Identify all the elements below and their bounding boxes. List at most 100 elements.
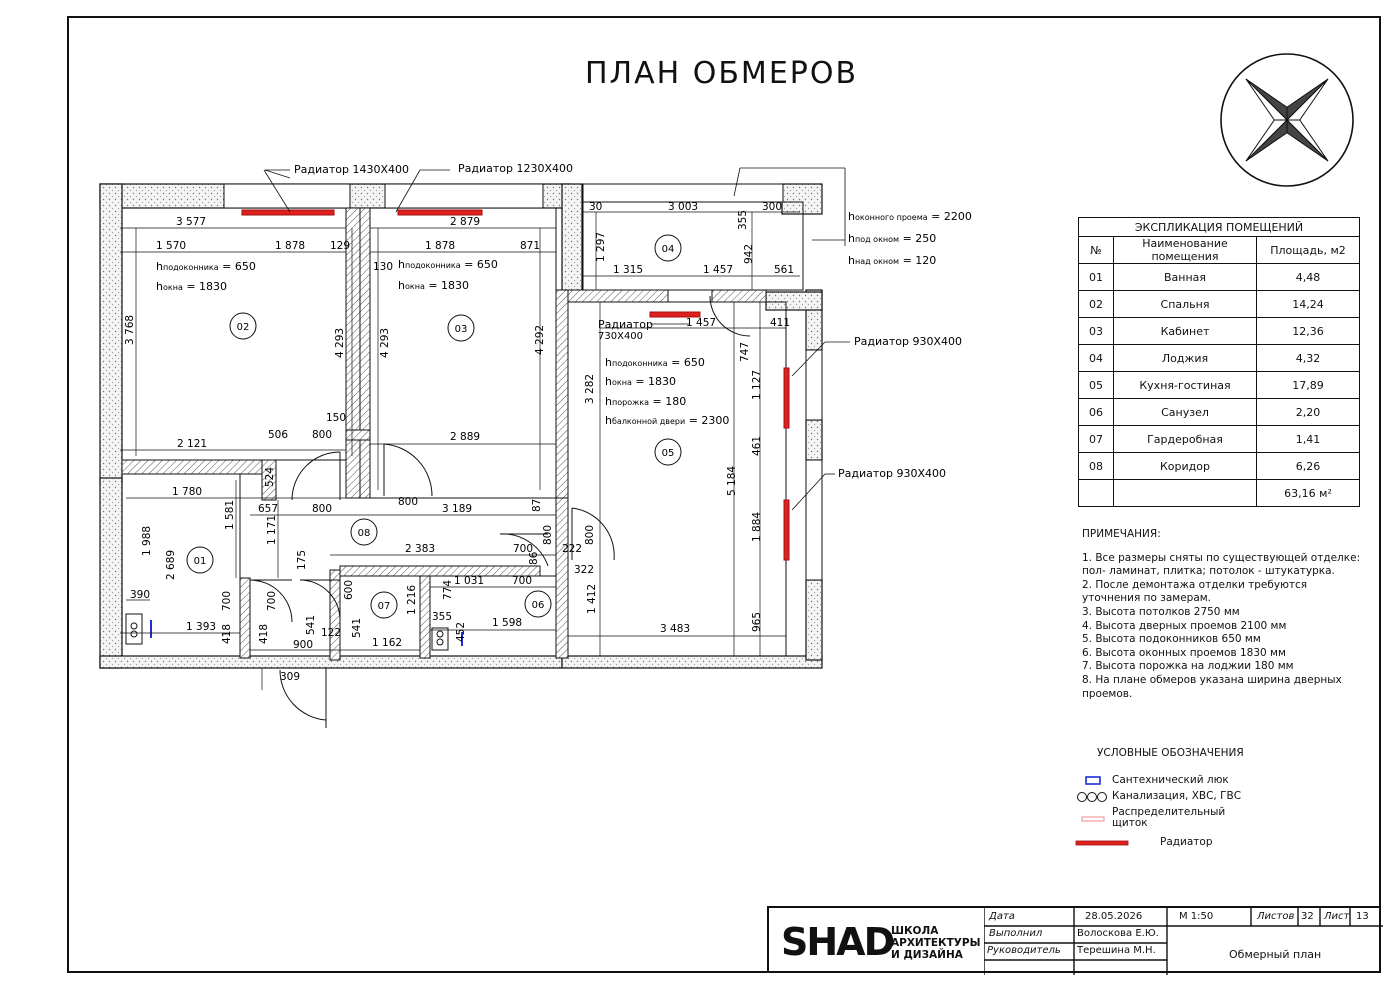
dimension-value: 1 878: [275, 240, 305, 252]
cell-area: 4,48: [1256, 263, 1360, 291]
lead-value: Терешина М.Н.: [1077, 945, 1156, 956]
dimension-value: 1 988: [141, 526, 153, 556]
sheet-value: 13: [1356, 911, 1369, 922]
dimension-value: 700: [513, 543, 533, 555]
doors: [249, 295, 751, 728]
room-number: 05: [662, 448, 675, 459]
dimension-value: 1 031: [454, 575, 484, 587]
total-area: 63,16 м²: [1256, 479, 1360, 507]
cell-num: 02: [1078, 290, 1114, 318]
dimension-lines: [120, 211, 800, 690]
svg-text:hподоконника = 650: hподоконника = 650: [605, 356, 705, 369]
dimension-value: 3 483: [660, 623, 690, 635]
dimension-value: 1 216: [406, 585, 418, 615]
sanitary-hatches: [150, 620, 463, 646]
svg-text:hоконного проема = 2200: hоконного проема = 2200: [848, 210, 972, 223]
svg-text:hокна = 1830: hокна = 1830: [156, 280, 227, 293]
dimension-value: 747: [739, 342, 751, 362]
cell-name: Санузел: [1113, 398, 1257, 426]
room-number: 02: [237, 322, 250, 333]
title-block: SHAD ШКОЛА АРХИТЕКТУРЫ И ДИЗАЙНА Дата 28…: [767, 906, 1383, 975]
cell-name: Гардеробная: [1113, 425, 1257, 453]
sheets-label: Листов: [1257, 911, 1295, 922]
dimension-value: 355: [737, 210, 749, 230]
dimension-value: 3 282: [584, 374, 596, 404]
page-title: ПЛАН ОБМЕРОВ: [585, 56, 859, 91]
room-marker-circle: [229, 312, 257, 340]
dimension-value: 86: [528, 551, 540, 565]
note-item: 2. После демонтажа отделки требуются уто…: [1082, 578, 1308, 605]
logo-mark: SHAD: [781, 920, 895, 964]
cell-area: 17,89: [1256, 371, 1360, 399]
windows: [223, 183, 823, 581]
dimension-value: 4 293: [379, 328, 391, 358]
dimension-value: 800: [542, 525, 554, 545]
dimension-value: 309: [280, 671, 300, 683]
dimension-value: 175: [296, 550, 308, 570]
cell-area: 12,36: [1256, 317, 1360, 345]
radiator-05-right-1: [783, 367, 790, 429]
label-leaders: [263, 167, 850, 511]
cell-area: 1,41: [1256, 425, 1360, 453]
dimension-value: 800: [312, 429, 332, 441]
note-item: 1. Все размеры сняты по существующей отд…: [1082, 551, 1361, 578]
cell-num: 07: [1078, 425, 1114, 453]
note-item: 4. Высота дверных проемов 2100 мм: [1082, 619, 1287, 632]
dimension-value: 1 162: [372, 637, 402, 649]
interior-walls: [121, 207, 807, 661]
cell-num: 03: [1078, 317, 1114, 345]
scale: М 1:50: [1179, 911, 1214, 922]
date-value: 28.05.2026: [1085, 911, 1143, 922]
room-marker-circle: [350, 518, 378, 546]
room-number: 08: [358, 528, 371, 539]
dimension-value: 774: [442, 580, 454, 600]
dimension-value: 3 768: [124, 315, 136, 345]
dimension-value: 2 121: [177, 438, 207, 450]
dimension-value: 3 003: [668, 201, 698, 213]
loggia-heights: hоконного проема = 2200 hпод окном = 250…: [848, 210, 972, 267]
dimension-value: 1 780: [172, 486, 202, 498]
dimension-value: 87: [531, 499, 543, 512]
dimension-value: 541: [351, 618, 363, 638]
logo-school: ШКОЛА АРХИТЕКТУРЫ И ДИЗАЙНА: [891, 925, 981, 961]
dimension-value: 1 457: [703, 264, 733, 276]
sheet-label: Лист: [1324, 911, 1350, 922]
dimension-value: 1 570: [156, 240, 186, 252]
notes: ПРИМЕЧАНИЯ: 1. Все размеры сняты по суще…: [1082, 528, 1367, 701]
cell-name: Кухня-гостиная: [1113, 371, 1257, 399]
dimension-value: 130: [373, 261, 393, 273]
dimension-value: 3 577: [176, 216, 206, 228]
dimension-value: 322: [574, 564, 594, 576]
dimension-value: 1 393: [186, 621, 216, 633]
dimension-value: 900: [293, 639, 313, 651]
cell-num: 08: [1078, 452, 1114, 480]
dimension-value: 1 297: [595, 232, 607, 262]
svg-text:hнад окном = 120: hнад окном = 120: [848, 254, 936, 267]
room-03-heights: hподоконника = 650 hокна = 1830: [398, 258, 498, 292]
svg-text:hпод окном = 250: hпод окном = 250: [848, 232, 936, 245]
room-02-heights: hподоконника = 650 hокна = 1830: [156, 260, 256, 293]
dimension-value: 122: [321, 627, 341, 639]
svg-text:hпорожка = 180: hпорожка = 180: [605, 395, 686, 408]
svg-text:hбалконной двери = 2300: hбалконной двери = 2300: [605, 414, 729, 427]
note-item: 7. Высота порожка на лоджии 180 мм: [1082, 660, 1294, 673]
cell-name: Ванная: [1113, 263, 1257, 291]
cell-num: 04: [1078, 344, 1114, 372]
dimension-value: 800: [584, 525, 596, 545]
room-number: 06: [532, 600, 545, 611]
dimension-value: 2 383: [405, 543, 435, 555]
cell-name: Коридор: [1113, 452, 1257, 480]
dimension-value: 1 598: [492, 617, 522, 629]
room-marker-circle: [524, 590, 552, 618]
room-marker-circle: [186, 546, 214, 574]
dimension-value: 657: [258, 503, 278, 515]
explication-table: ЭКСПЛИКАЦИЯ ПОМЕЩЕНИЙ № Наименование пом…: [1078, 217, 1360, 507]
dimension-value: 700: [512, 575, 532, 587]
